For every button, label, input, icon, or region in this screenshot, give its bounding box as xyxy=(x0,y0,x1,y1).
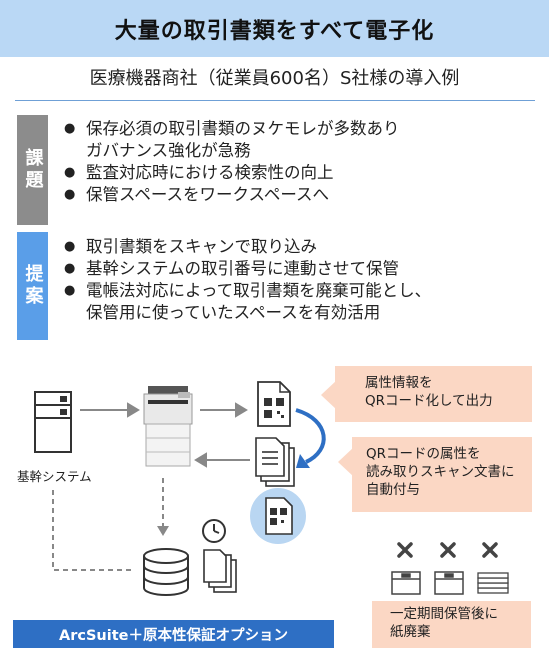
divider xyxy=(15,100,535,101)
proposal-item-text: 電帳法対応によって取引書類を廃棄可能とし、 保管用に使っていたスペースを有効活用 xyxy=(86,281,432,322)
issue-tag: 課題 xyxy=(17,115,48,225)
title-banner: 大量の取引書類をすべて電子化 xyxy=(0,0,549,57)
proposal-item: 基幹システムの取引番号に連動させて保管 xyxy=(64,258,431,280)
proposal-tag: 提案 xyxy=(17,232,48,340)
curved-arrow-icon xyxy=(295,408,326,468)
callout-qr-output-text: 属性情報を QRコード化して出力 xyxy=(365,375,493,409)
issue-item-text: 監査対応時における検索性の向上 xyxy=(86,163,334,182)
server-to-database-link xyxy=(52,490,132,571)
case-subtitle: 医療機器商社（従業員600名）S社様の導入例 xyxy=(89,68,460,89)
archive-document-icon xyxy=(203,549,237,593)
arrow-to-scanner xyxy=(194,452,250,468)
issue-item: 保管スペースをワークスペースへ xyxy=(64,184,400,206)
qr-document-icon xyxy=(257,381,291,427)
callout-disposal-text: 一定期間保管後に 紙廃棄 xyxy=(390,606,498,640)
proposal-item: 取引書類をスキャンで取り込み xyxy=(64,236,431,258)
document-stack-icon xyxy=(255,437,295,487)
arrow-to-qr-output xyxy=(200,402,248,418)
database-icon xyxy=(143,548,189,596)
x-mark-icon xyxy=(397,542,498,558)
paper-stack-icon xyxy=(477,572,509,594)
callout-disposal: 一定期間保管後に 紙廃棄 xyxy=(372,601,531,648)
callout-pointer xyxy=(338,447,354,477)
issue-item: 保存必須の取引書類のヌケモレが多数あり ガバナンス強化が急務 xyxy=(64,118,400,162)
server-icon xyxy=(34,391,72,453)
arrow-to-storage xyxy=(157,478,169,536)
callout-qr-output: 属性情報を QRコード化して出力 xyxy=(321,366,532,422)
callout-pointer xyxy=(321,380,337,410)
product-footer: ArcSuite＋原本性保証オプション xyxy=(13,620,334,648)
proposal-item-text: 取引書類をスキャンで取り込み xyxy=(86,237,317,256)
issue-item: 監査対応時における検索性の向上 xyxy=(64,162,400,184)
issue-item-text: 保存必須の取引書類のヌケモレが多数あり ガバナンス強化が急務 xyxy=(86,119,400,160)
proposal-list: 取引書類をスキャンで取り込み 基幹システムの取引番号に連動させて保管 電帳法対応… xyxy=(64,236,431,324)
page-title: 大量の取引書類をすべて電子化 xyxy=(114,18,435,44)
clock-icon xyxy=(202,519,226,543)
callout-auto-attach-text: QRコードの属性を 読み取りスキャン文書に 自動付与 xyxy=(366,446,515,498)
proposal-item-text: 基幹システムの取引番号に連動させて保管 xyxy=(86,259,400,278)
workflow-diagram xyxy=(34,381,509,596)
proposal-item: 電帳法対応によって取引書類を廃棄可能とし、 保管用に使っていたスペースを有効活用 xyxy=(64,280,431,324)
callout-auto-attach: QRコードの属性を 読み取りスキャン文書に 自動付与 xyxy=(338,437,532,512)
storage-box-icon xyxy=(391,571,464,595)
main-system-label: 基幹システム xyxy=(17,469,92,484)
qr-attached-document-icon xyxy=(250,488,306,544)
issue-item-text: 保管スペースをワークスペースへ xyxy=(86,185,330,204)
issue-list: 保存必須の取引書類のヌケモレが多数あり ガバナンス強化が急務 監査対応時における… xyxy=(64,118,400,206)
printer-icon xyxy=(143,386,193,467)
arrow-to-mfp xyxy=(80,402,140,418)
